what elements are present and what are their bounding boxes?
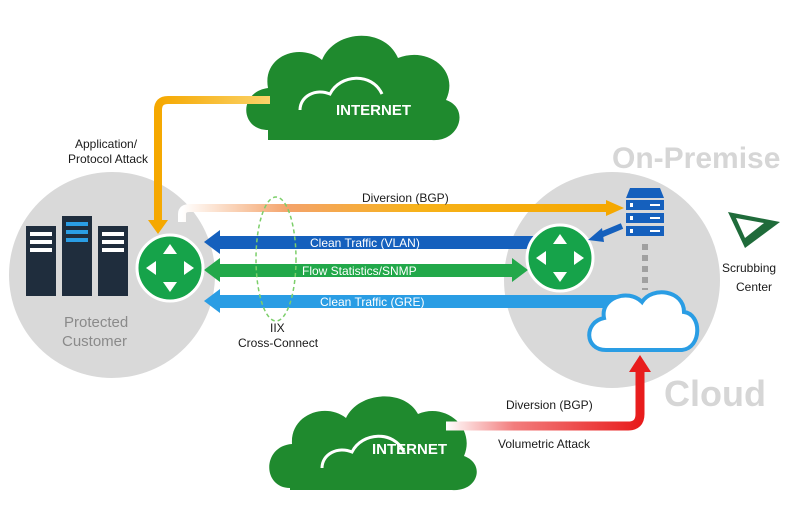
flow-stats-arrowhead-left [204, 258, 220, 282]
cloud-icon [269, 396, 477, 491]
diversion-bgp-top-arrow [178, 204, 608, 222]
clean-gre-arrow [218, 295, 624, 308]
volumetric-attack-arrowhead [629, 355, 651, 372]
clean-gre-label: Clean Traffic (GRE) [320, 295, 424, 309]
flow-stats-label: Flow Statistics/SNMP [302, 264, 417, 278]
internet-top-label: INTERNET [336, 102, 411, 119]
internet-bottom-label: INTERNET [372, 441, 447, 458]
on-premise-label: On-Premise [612, 142, 780, 175]
server-rack-icon [26, 216, 128, 296]
server-to-router-arrowhead [588, 228, 604, 242]
diversion-bgp-top-arrowhead [606, 200, 624, 216]
application-attack-label-2: Protocol Attack [68, 152, 149, 166]
diversion-top-label: Diversion (BGP) [362, 191, 449, 205]
protected-customer-label-2: Customer [62, 333, 127, 350]
iix-label-1: IIX [270, 321, 285, 335]
clean-vlan-arrow [218, 236, 534, 249]
clean-vlan-label: Clean Traffic (VLAN) [310, 236, 420, 250]
scrubbing-server-icon [626, 188, 664, 236]
outline-cloud-icon [587, 290, 700, 352]
clean-gre-arrowhead [204, 289, 220, 313]
scrubbing-center-label-1: Scrubbing [722, 261, 776, 275]
volumetric-label: Volumetric Attack [498, 437, 591, 451]
cloud-icon [246, 35, 460, 141]
volumetric-attack-arrow [446, 370, 645, 431]
router-icon [135, 233, 205, 303]
application-attack-arrowhead [148, 220, 168, 234]
cloud-label: Cloud [664, 373, 766, 414]
application-attack-arrow [154, 96, 270, 222]
iix-label-2: Cross-Connect [238, 336, 319, 350]
scrubbing-logo-icon [728, 212, 780, 248]
scrubbing-center-label-2: Center [736, 280, 772, 294]
iix-ellipse [255, 196, 297, 322]
flow-stats-arrow [218, 264, 514, 277]
application-attack-label-1: Application/ [75, 137, 138, 151]
clean-vlan-arrowhead [204, 230, 220, 254]
router-icon [525, 223, 595, 293]
diversion-bottom-label: Diversion (BGP) [506, 398, 593, 412]
flow-stats-arrowhead-right [512, 258, 528, 282]
protected-customer-label-1: Protected [64, 314, 128, 331]
